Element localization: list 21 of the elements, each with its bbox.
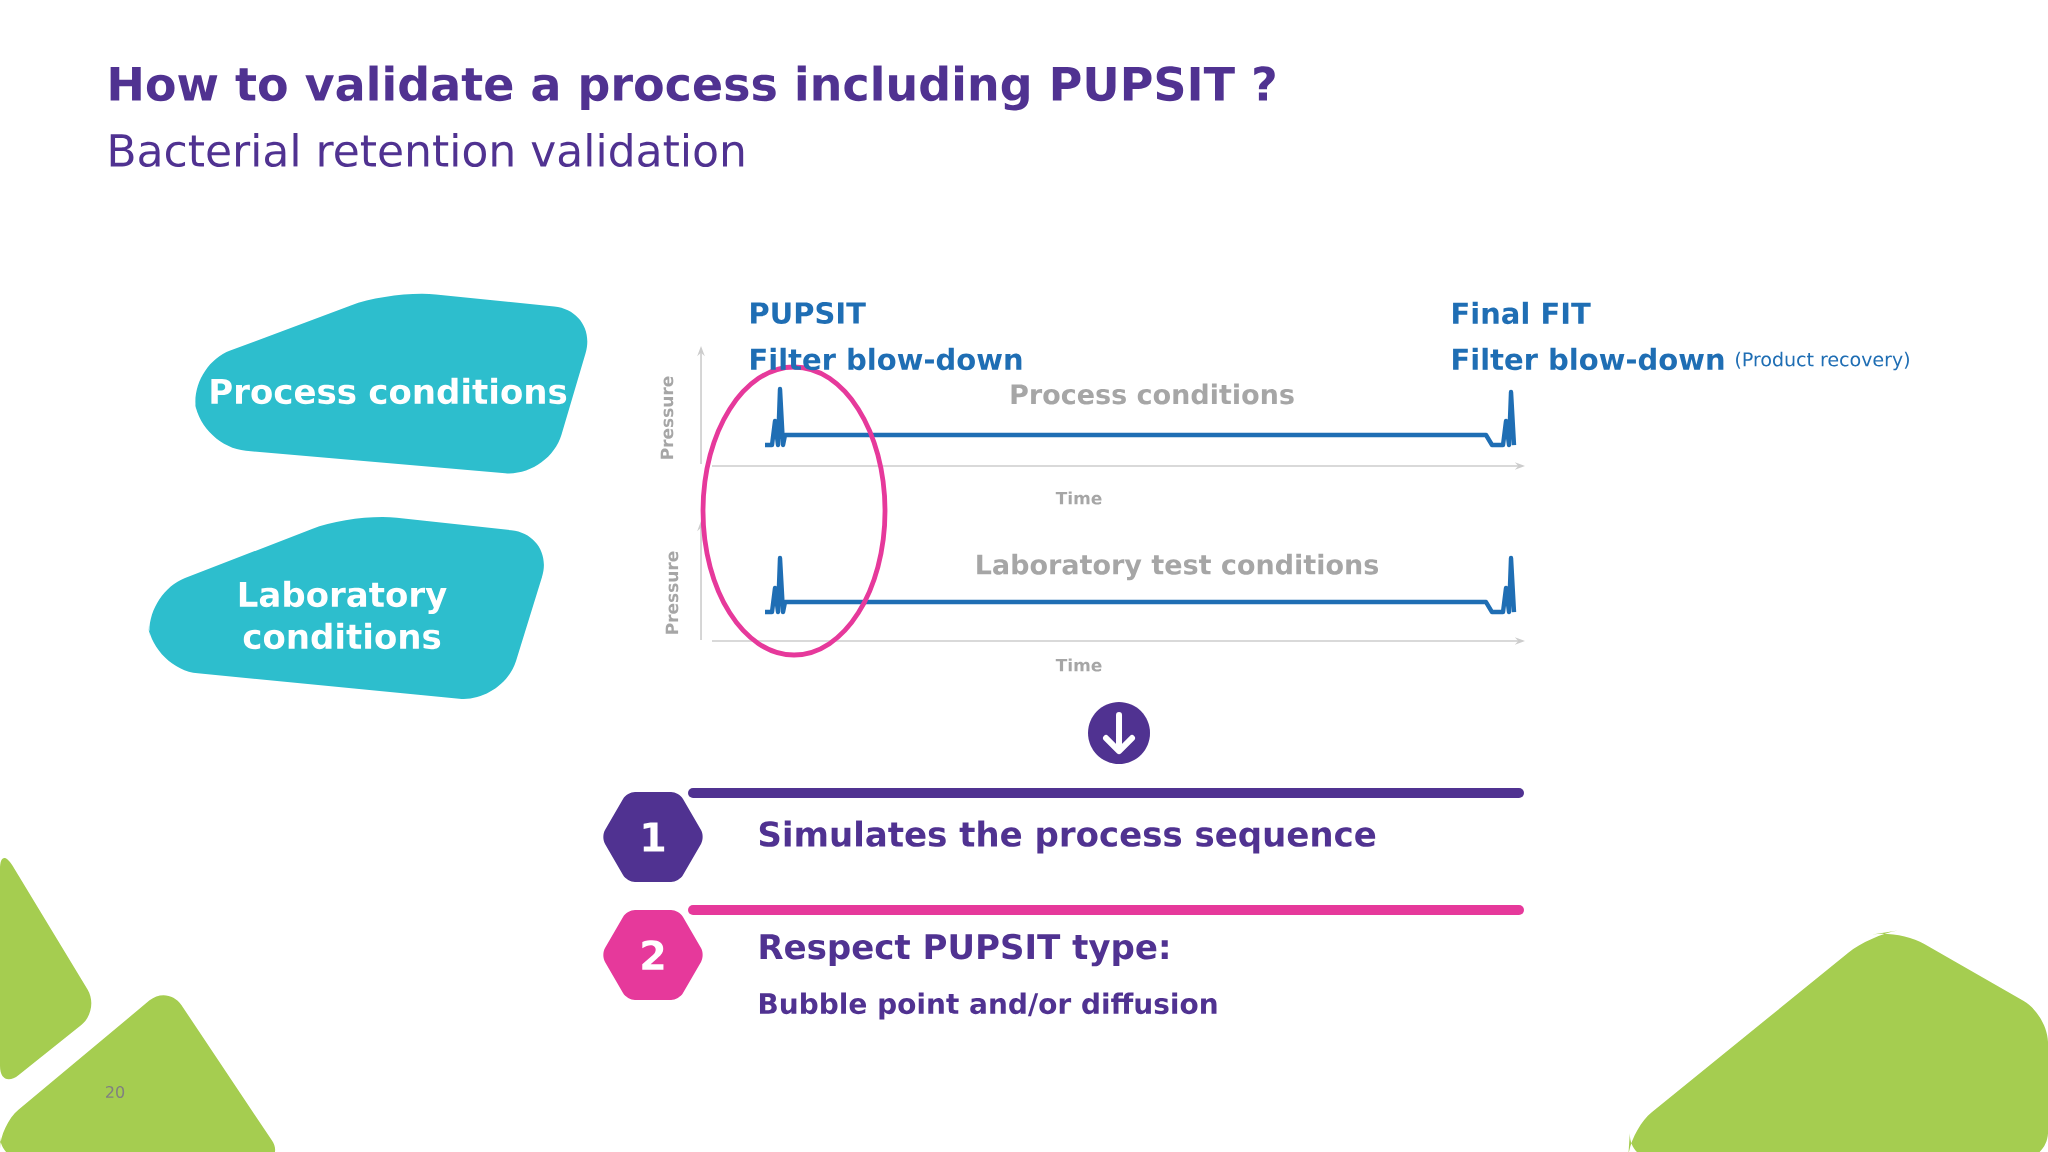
axis-label: Pressure [660, 376, 674, 459]
curve-label: Laboratory test conditions [977, 553, 1379, 581]
numbered-step: 2 Respect PUPSIT type: Bubble point and/or diffusion [603, 905, 1524, 1020]
node-label: Simulates the process sequence [759, 820, 1376, 854]
marker-label: Filter blow-down [1453, 347, 1724, 371]
subtitle: Bacterial retention validation [110, 132, 744, 168]
marker-label: PUPSIT [751, 302, 866, 324]
axis-label: Time [1055, 658, 1102, 672]
condition-box: Laboratory conditions [148, 517, 544, 699]
axis-label: Pressure [665, 551, 679, 634]
curve-label: Process conditions [1011, 383, 1294, 405]
condition-box: Process conditions [195, 293, 588, 474]
page-number: 20 [106, 1085, 125, 1099]
axis-label: Time [1055, 491, 1102, 505]
marker-label: Filter blow-down [751, 347, 1022, 371]
node-label: Bubble point and/or diffusion [759, 992, 1217, 1020]
marker-label: Final FIT [1453, 301, 1591, 325]
numbered-step: 1 Simulates the process sequence [603, 788, 1524, 883]
marker-note: (Product recovery) [1736, 351, 1909, 371]
slide-title: How to validate a process including PUPSIT ? [110, 65, 1275, 111]
node-label: Respect PUPSIT type: [760, 933, 1168, 967]
